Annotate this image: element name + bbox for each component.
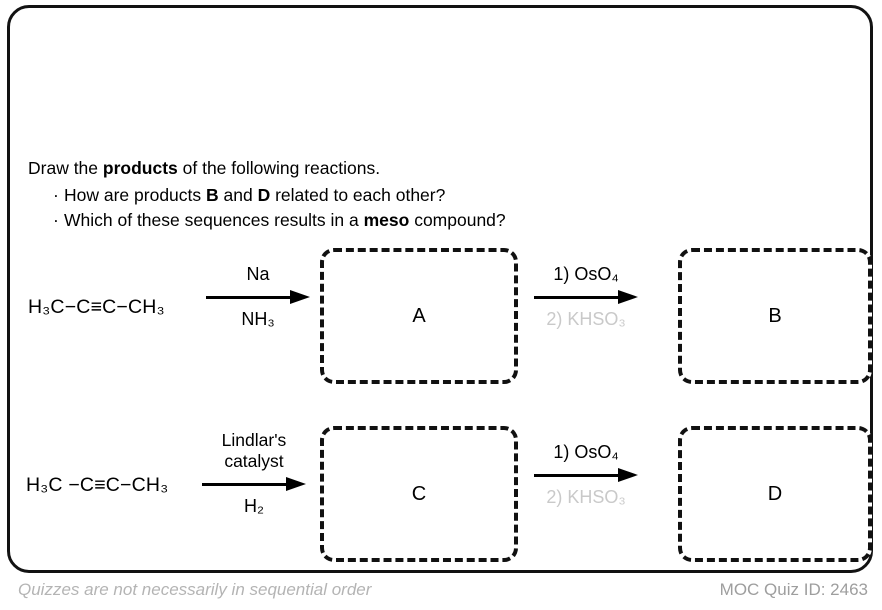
- prompt-bullet-1: ·How are products B and D related to eac…: [28, 183, 728, 208]
- reagent-above-arrow: Na: [246, 264, 270, 284]
- bullet-dot-icon: ·: [53, 210, 59, 230]
- footer-quiz-id: MOC Quiz ID: 2463: [719, 580, 868, 599]
- substrate-row-2: H₃C −C≡C−CH₃: [26, 474, 169, 496]
- arrow-head: [286, 477, 306, 491]
- prompt-bullet-2: ·Which of these sequences results in a m…: [28, 208, 728, 233]
- reaction-row-2: H₃C −C≡C−CH₃ Lindlar's catalyst H₂ C 1) …: [10, 424, 882, 564]
- reagent-below-arrow-muted: 2) KHSO₃: [546, 487, 626, 507]
- substrate-row-1: H₃C−C≡C−CH₃: [28, 296, 165, 318]
- arrow-shaft: [534, 474, 626, 477]
- reaction-arrow-group-2a: Lindlar's catalyst H₂: [200, 430, 308, 517]
- arrow-shaft: [202, 483, 294, 486]
- reaction-row-1: H₃C−C≡C−CH₃ Na NH₃ A 1) OsO₄ 2) KHSO₃ B: [10, 246, 882, 386]
- bullet-1-middle: and: [218, 185, 258, 205]
- product-label-d: D: [767, 482, 783, 505]
- quiz-card: Draw the products of the following react…: [7, 5, 873, 573]
- footer-note: Quizzes are not necessarily in sequentia…: [18, 580, 372, 599]
- reaction-arrow-icon: [200, 475, 308, 493]
- reaction-arrow-icon: [532, 288, 640, 306]
- product-label-b: B: [768, 304, 782, 327]
- reagent-above-arrow-line1: Lindlar's: [221, 430, 287, 450]
- prompt-block: Draw the products of the following react…: [28, 156, 728, 233]
- bullet-1-bold-b: B: [206, 185, 219, 205]
- bullet-2-bold-meso: meso: [363, 210, 410, 230]
- reaction-arrow-group-2b: 1) OsO₄ 2) KHSO₃: [532, 442, 640, 508]
- arrow-head: [290, 290, 310, 304]
- bullet-dot-icon: ·: [53, 185, 59, 205]
- arrow-head: [618, 290, 638, 304]
- reagent-above-arrow-line2: catalyst: [224, 451, 284, 471]
- product-answer-box-c[interactable]: C: [320, 426, 518, 562]
- product-label-c: C: [411, 482, 427, 505]
- bullet-1-before: How are products: [64, 185, 207, 205]
- reagent-below-arrow-muted: 2) KHSO₃: [546, 309, 626, 329]
- reaction-arrow-icon: [532, 466, 640, 484]
- product-answer-box-a[interactable]: A: [320, 248, 518, 384]
- reaction-arrow-group-1a: Na NH₃: [204, 264, 312, 330]
- prompt-main-before: Draw the: [28, 158, 103, 178]
- prompt-main-after: of the following reactions.: [177, 158, 381, 178]
- arrow-head: [618, 468, 638, 482]
- reagent-above-arrow: 1) OsO₄: [553, 442, 619, 462]
- reagent-below-arrow: H₂: [244, 496, 264, 516]
- reaction-arrow-icon: [204, 288, 312, 306]
- bullet-2-before: Which of these sequences results in a: [64, 210, 364, 230]
- arrow-shaft: [206, 296, 298, 299]
- reagent-above-arrow: 1) OsO₄: [553, 264, 619, 284]
- bullet-2-after: compound?: [409, 210, 506, 230]
- reagent-below-arrow: NH₃: [241, 309, 275, 329]
- arrow-shaft: [534, 296, 626, 299]
- product-answer-box-b[interactable]: B: [678, 248, 872, 384]
- reaction-arrow-group-1b: 1) OsO₄ 2) KHSO₃: [532, 264, 640, 330]
- bullet-1-after: related to each other?: [270, 185, 446, 205]
- product-answer-box-d[interactable]: D: [678, 426, 872, 562]
- product-label-a: A: [412, 304, 426, 327]
- bullet-1-bold-d: D: [257, 185, 271, 205]
- prompt-main-line: Draw the products of the following react…: [28, 156, 728, 181]
- prompt-main-bold: products: [102, 158, 178, 178]
